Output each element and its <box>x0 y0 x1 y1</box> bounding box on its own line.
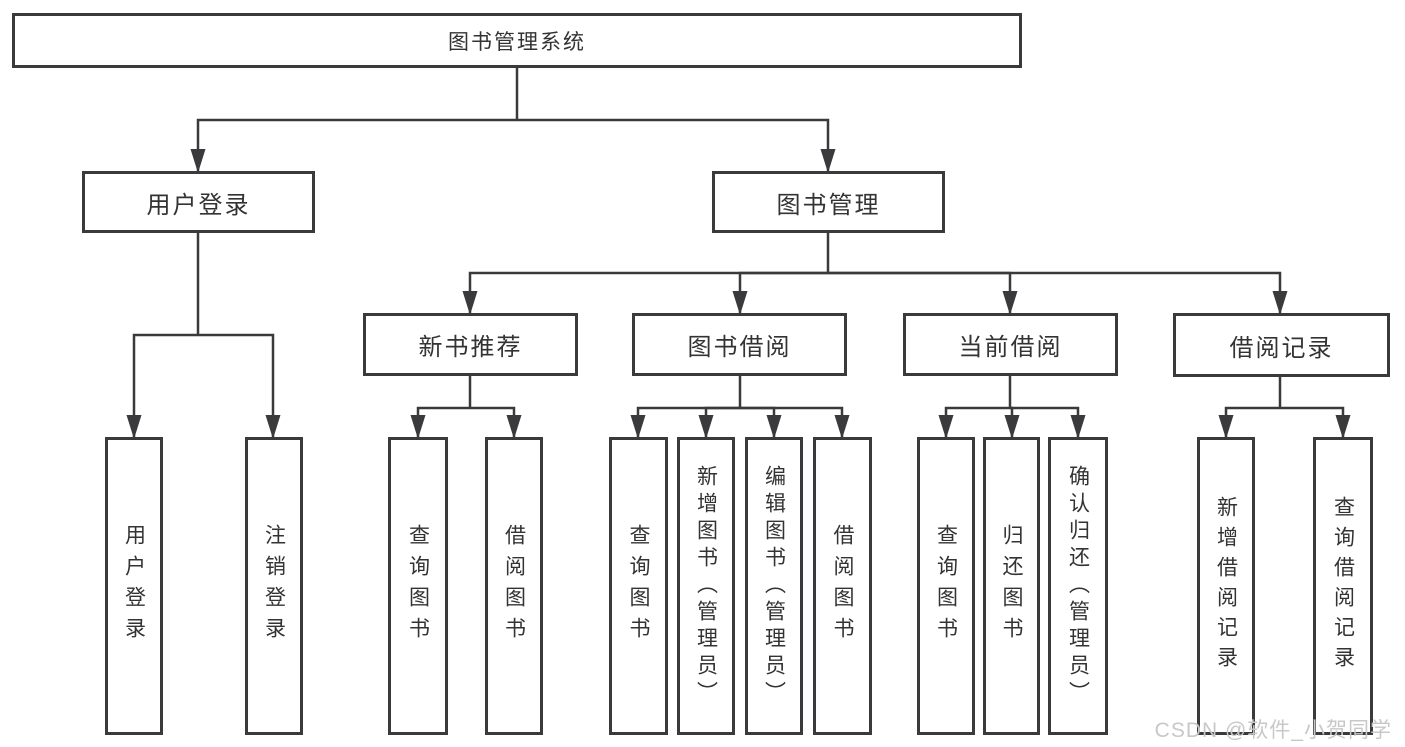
leaf-user-login: 用户登录 <box>105 437 163 735</box>
node-label: 图书借阅 <box>687 334 792 361</box>
leaf-newbook-query-books: 查询图书 <box>388 437 448 735</box>
leaf-label: 新增图书（管理员） <box>694 464 718 708</box>
leaf-label: 借阅图书 <box>502 524 526 648</box>
node-label: 借阅记录 <box>1229 334 1334 362</box>
leaf-label: 注销登录 <box>262 524 286 648</box>
node-book-management-branch: 图书管理 <box>712 171 945 233</box>
leaf-current-confirm-return-admin: 确认归还（管理员） <box>1048 437 1108 735</box>
leaf-current-return-books: 归还图书 <box>983 437 1040 735</box>
node-root-system: 图书管理系统 <box>12 13 1022 68</box>
leaf-borrow-edit-books-admin: 编辑图书（管理员） <box>745 437 803 735</box>
leaf-label: 查询借阅记录 <box>1331 496 1355 676</box>
node-new-book-recommend: 新书推荐 <box>363 313 578 376</box>
leaf-logout: 注销登录 <box>245 437 303 735</box>
node-borrow-records: 借阅记录 <box>1173 313 1390 377</box>
leaf-records-query-record: 查询借阅记录 <box>1313 437 1373 735</box>
leaf-borrow-query-books: 查询图书 <box>609 437 668 735</box>
leaf-label: 借阅图书 <box>831 524 854 648</box>
leaf-label: 编辑图书（管理员） <box>762 464 786 708</box>
leaf-label: 归还图书 <box>1000 524 1023 648</box>
node-root-label: 图书管理系统 <box>448 30 586 54</box>
leaf-label: 查询图书 <box>406 524 430 648</box>
leaf-label: 新增借阅记录 <box>1214 496 1238 676</box>
node-current-borrow: 当前借阅 <box>903 313 1118 376</box>
node-user-login-branch: 用户登录 <box>82 171 315 233</box>
leaf-label: 用户登录 <box>122 524 146 648</box>
leaf-current-query-books: 查询图书 <box>917 437 975 735</box>
node-book-borrow: 图书借阅 <box>632 313 847 376</box>
node-label: 图书管理 <box>776 191 881 219</box>
leaf-borrow-add-books-admin: 新增图书（管理员） <box>677 437 735 735</box>
csdn-watermark: CSDN @软件_小贺同学 <box>1154 719 1392 742</box>
leaf-label: 查询图书 <box>934 524 958 648</box>
node-label: 用户登录 <box>146 191 251 219</box>
leaf-label: 查询图书 <box>627 524 650 648</box>
leaf-newbook-borrow-books: 借阅图书 <box>485 437 543 735</box>
leaf-label: 确认归还（管理员） <box>1066 464 1090 708</box>
node-label: 新书推荐 <box>418 334 523 361</box>
leaf-borrow-borrow-books: 借阅图书 <box>813 437 872 735</box>
node-label: 当前借阅 <box>958 334 1063 361</box>
leaf-records-add-record: 新增借阅记录 <box>1197 437 1255 735</box>
